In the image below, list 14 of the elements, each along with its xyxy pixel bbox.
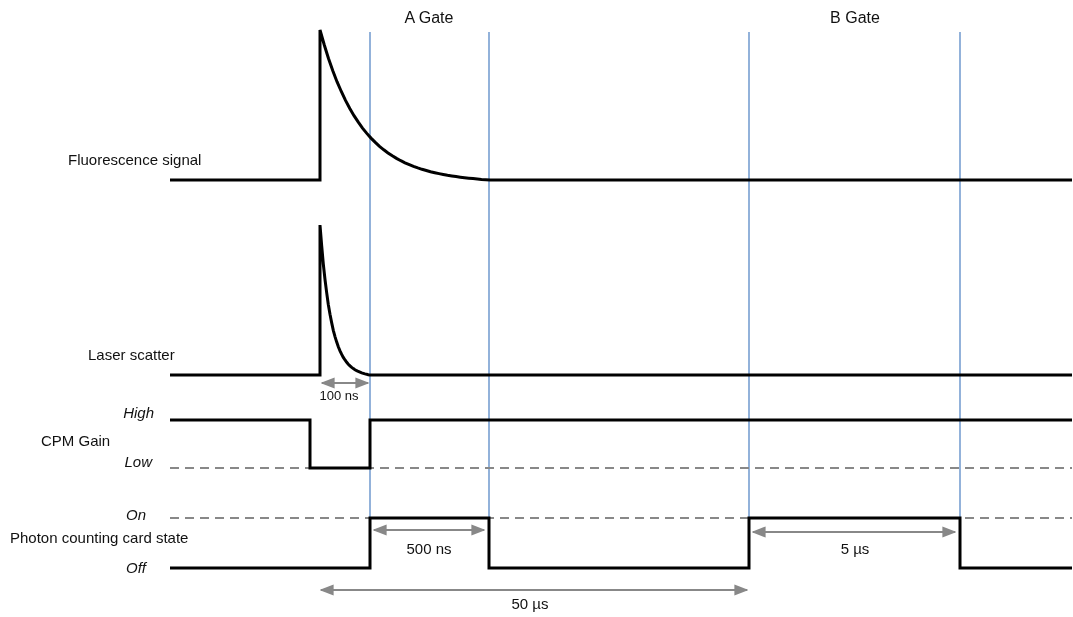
level-label: Off [126, 559, 146, 577]
signal-label: Photon counting card state [10, 529, 189, 547]
dimension-label: 50 µs [511, 595, 549, 613]
signal-label: CPM Gain [41, 432, 111, 450]
gate-label: A Gate [404, 9, 454, 27]
level-label: Low [124, 453, 152, 471]
level-label: On [126, 506, 146, 524]
dimension-label: 100 ns [319, 387, 359, 405]
signal-label: Fluorescence signal [68, 151, 202, 169]
dimension-label: 5 µs [840, 540, 870, 558]
level-label: High [123, 404, 154, 422]
dimension-label: 500 ns [406, 540, 452, 558]
gate-label: B Gate [830, 9, 880, 27]
signal-label: Laser scatter [88, 346, 175, 364]
